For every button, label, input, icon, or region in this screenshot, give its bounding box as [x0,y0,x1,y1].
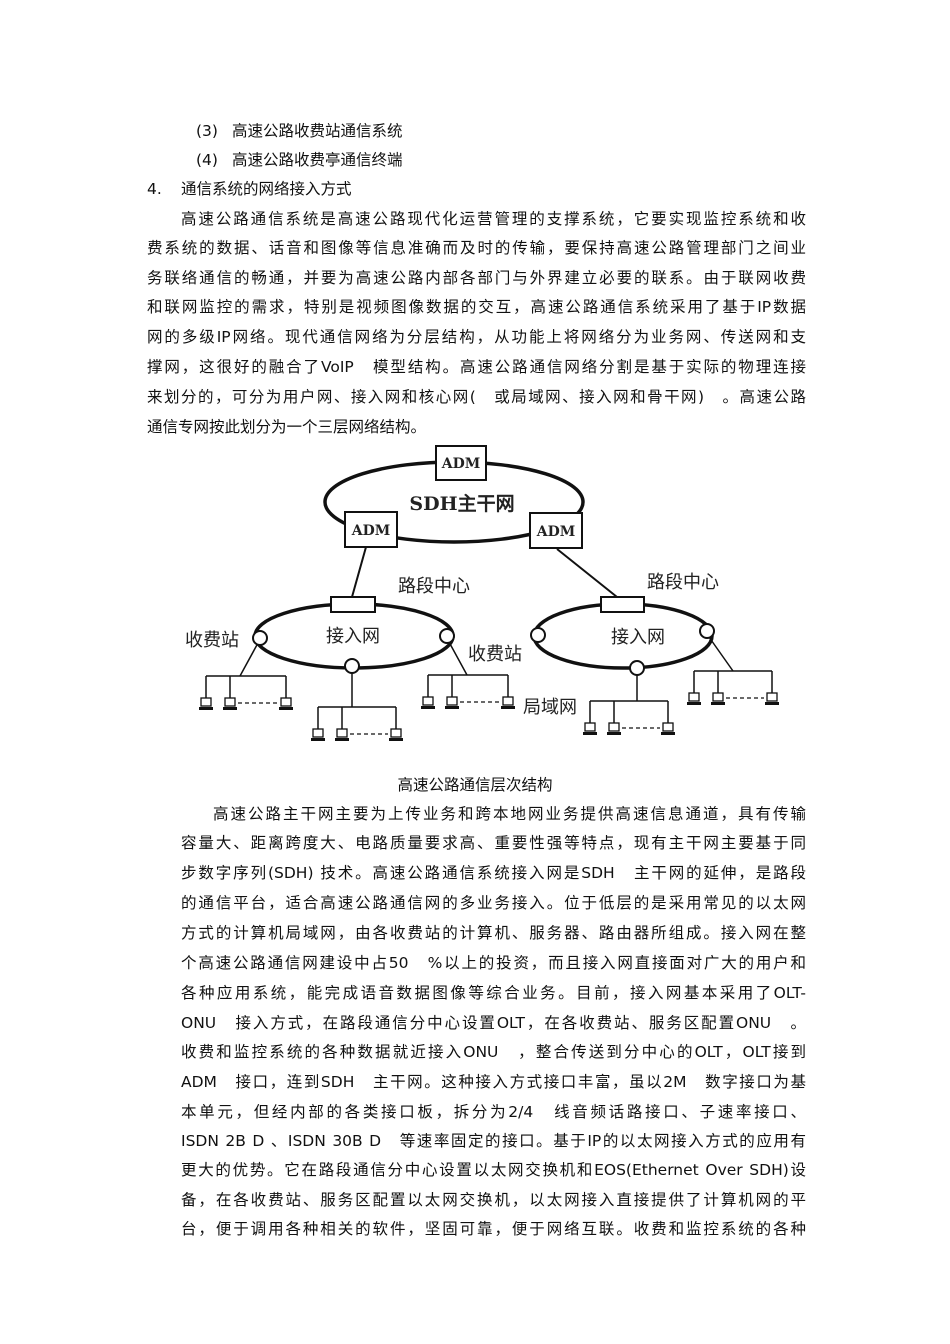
computer-icon [199,697,213,710]
computer-icon [711,692,725,705]
computer-icon [501,696,515,709]
onu-node [439,628,455,644]
paragraph-line: 高速公路通信系统是高速公路现代化运营管理的支撑系统，它要实现监控系统和收 [181,210,806,228]
adm-label: ADM [536,524,576,540]
onu-node [629,660,645,676]
toll-station-label: 收费站 [468,644,522,665]
paragraph-line: 费系统的数据、话音和图像等信息准确而及时的传输，要保持高速公路管理部门之间业 [147,239,806,257]
list-text: 高速公路收费亭通信终端 [232,151,403,169]
segment-center-label: 路段中心 [647,572,719,593]
computer-icon [223,697,237,710]
adm-label: ADM [441,456,481,472]
paragraph-line: ONU 接入方式，在路段通信分中心设置OLT，在各收费站、服务区配置ONU 。 [181,1014,806,1032]
paragraph-line: 备，在各收费站、服务区配置以太网交换机，以太网接入直接提供了计算机网的平 [181,1191,806,1209]
adm-label: ADM [351,523,391,539]
figure-caption: 高速公路通信层次结构 [397,776,553,794]
paragraph-line: 方式的计算机局域网，由各收费站的计算机、服务器、路由器所组成。接入网在整 [181,924,806,942]
paragraph-line: 各种应用系统，能完成语音数据图像等综合业务。目前，接入网基本采用了OLT- [181,984,806,1002]
computer-icon [279,697,293,710]
computer-icon [607,722,621,735]
computer-icon [687,692,701,705]
paragraph-line: 容量大、距离跨度大、电路质量要求高、重要性强等特点，现有主干网主要基于同 [181,834,806,852]
access-net-label: 接入网 [326,626,380,647]
list-number: (4) [196,151,218,169]
computer-icon [311,728,325,741]
segment-center-label: 路段中心 [398,576,470,597]
paragraph-line: 撑网，这很好的融合了VoIP 模型结构。高速公路通信网络分割是基于实际的物理连接 [147,358,806,376]
segment-center-node-right [600,596,645,613]
onu-node [699,623,715,639]
list-number: (3) [196,122,218,140]
paragraph-line: 本单元，但经内部的各类接口板，拆分为2/4 线音频话路接口、子速率接口、 [181,1103,806,1121]
computer-icon [335,728,349,741]
backbone-label: SDH主干网 [409,493,514,515]
list-text: 高速公路收费站通信系统 [232,122,403,140]
section-title: 通信系统的网络接入方式 [181,180,352,198]
computer-icon [445,696,459,709]
onu-node [530,627,546,643]
access-net-label: 接入网 [611,627,665,648]
toll-station-label: 收费站 [185,630,239,651]
computer-icon [661,722,675,735]
paragraph-line: 高速公路主干网主要为上传业务和跨本地网业务提供高速信息通道，具有传输 [213,805,806,823]
onu-node [344,658,360,674]
paragraph-line: ISDN 2B D 、ISDN 30B D 等速率固定的接口。基于IP的以太网接… [181,1132,806,1150]
paragraph-line: 收费和监控系统的各种数据就近接入ONU ，整合传送到分中心的OLT，OLT接到 [181,1043,806,1061]
paragraph-line: ADM 接口，连到SDH 主干网。这种接入方式接口丰富，虽以2M 数字接口为基 [181,1073,806,1091]
paragraph-line: 通信专网按此划分为一个三层网络结构。 [147,418,427,436]
network-hierarchy-diagram: ADM ADM ADM SDH主干网 路段中心 路段中心 接入网 接入网 收费站… [185,445,779,741]
computer-icon [421,696,435,709]
computer-icon [389,728,403,741]
paragraph-line: 个高速公路通信网建设中占50 %以上的投资，而且接入网直接面对广大的用户和 [181,954,806,972]
paragraph-line: 更大的优势。它在路段通信分中心设置以太网交换机和EOS(Ethernet Ove… [181,1161,806,1179]
lan-label: 局域网 [523,697,577,718]
adm-node-top [435,445,487,481]
adm-node-right [529,512,583,549]
segment-center-node-left [330,596,376,613]
adm-node-left [344,511,398,548]
paragraph-line: 步数字序列(SDH) 技术。高速公路通信系统接入网是SDH 主干网的延伸，是路段 [181,864,806,882]
computer-icon [765,692,779,705]
paragraph-line: 台，便于调用各种相关的软件，坚固可靠，便于网络互联。收费和监控系统的各种 [181,1220,806,1238]
computer-icon [583,722,597,735]
paragraph-line: 来划分的，可分为用户网、接入网和核心网( 或局域网、接入网和骨干网) 。高速公路 [147,388,806,406]
paragraph-line: 的通信平台，适合高速公路通信网的多业务接入。位于低层的是采用常见的以太网 [181,894,806,912]
onu-node [252,630,268,646]
paragraph-line: 和联网监控的需求，特别是视频图像数据的交互，高速公路通信系统采用了基于IP数据 [147,298,806,316]
section-number: 4. [147,180,162,198]
paragraph-line: 务联络通信的畅通，并要为高速公路内部各部门与外界建立必要的联系。由于联网收费 [147,269,806,287]
paragraph-line: 网的多级IP网络。现代通信网络为分层结构，从功能上将网络分为业务网、传送网和支 [147,328,806,346]
